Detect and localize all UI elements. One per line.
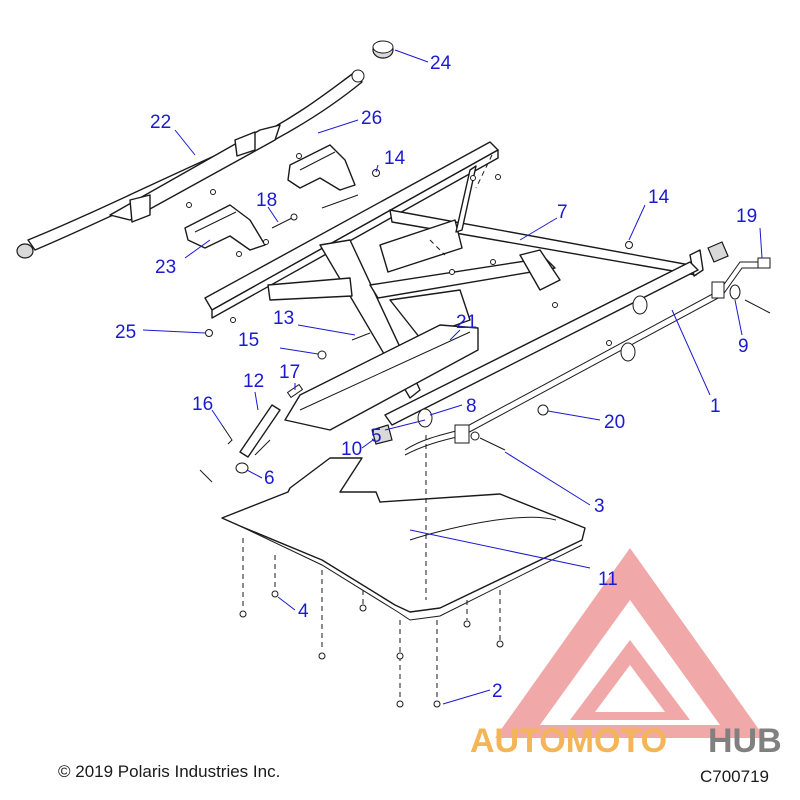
- callout-17: 17: [279, 362, 300, 383]
- part-19-link: [757, 257, 771, 269]
- callout-23: 23: [155, 257, 176, 278]
- part-8-bushing: [417, 295, 648, 428]
- part-11-skid-plate: [221, 457, 586, 621]
- part-3-bolt: [470, 431, 506, 451]
- callout-18: 18: [256, 190, 277, 211]
- callout-16: 16: [192, 394, 213, 415]
- watermark-logo: AUTOMOTO HUB: [470, 548, 782, 760]
- part-16-clip: [199, 424, 233, 483]
- callout-14-right: 14: [648, 187, 670, 208]
- part-9-link: [729, 284, 771, 314]
- callout-7: 7: [557, 202, 568, 223]
- watermark-brand-part2: HUB: [708, 722, 782, 760]
- part-6-ring: [235, 462, 249, 474]
- callout-9: 9: [738, 336, 749, 357]
- callout-8: 8: [466, 396, 477, 417]
- copyright-notice: © 2019 Polaris Industries Inc.: [58, 762, 281, 781]
- part-13-pin: [351, 332, 371, 341]
- hardware-drop-lines: [242, 154, 501, 700]
- watermark-brand-part1: AUTOMOTO: [470, 722, 667, 760]
- callout-11: 11: [598, 569, 618, 590]
- part-21-skid-plate: [284, 324, 479, 431]
- part-17-pin: [286, 383, 304, 399]
- callout-4: 4: [298, 601, 309, 622]
- part-14-nut-upper: [321, 169, 380, 209]
- callout-10: 10: [341, 439, 362, 460]
- callout-leaders: [142, 49, 763, 705]
- part-1-stabilizer-bar: [404, 261, 760, 456]
- callout-3: 3: [594, 496, 605, 517]
- callout-25: 25: [115, 322, 136, 343]
- callout-26: 26: [361, 108, 382, 129]
- part-18-bolt: [271, 213, 298, 229]
- part-22-bumper-bar: [16, 69, 365, 259]
- callout-labels: 1 2 3 4 5 6 7 8 9 10 11 12 13 14 14 15 1…: [115, 53, 757, 702]
- callout-14-upper: 14: [384, 148, 406, 169]
- part-23-bracket: [184, 204, 266, 251]
- callout-1: 1: [710, 396, 721, 417]
- callout-13: 13: [273, 308, 294, 329]
- drawing-code: C700719: [700, 767, 770, 786]
- callout-2: 2: [492, 681, 503, 702]
- callout-5: 5: [371, 426, 382, 447]
- callout-12: 12: [243, 371, 264, 392]
- hardware-screws: [186, 153, 633, 708]
- part-20-nut: [537, 404, 549, 416]
- part-25-screw: [205, 329, 213, 337]
- callout-20: 20: [604, 412, 625, 433]
- part-24-plug: [372, 40, 394, 59]
- part-26-bracket: [287, 144, 356, 191]
- callout-19: 19: [736, 206, 757, 227]
- callout-21: 21: [456, 312, 477, 333]
- callout-6: 6: [264, 468, 275, 489]
- callout-22: 22: [150, 112, 171, 133]
- part-12-strut: [239, 404, 281, 458]
- part-7-frame: [204, 141, 704, 426]
- callout-15: 15: [238, 330, 259, 351]
- part-15-nut: [317, 350, 327, 360]
- callout-24: 24: [430, 53, 452, 74]
